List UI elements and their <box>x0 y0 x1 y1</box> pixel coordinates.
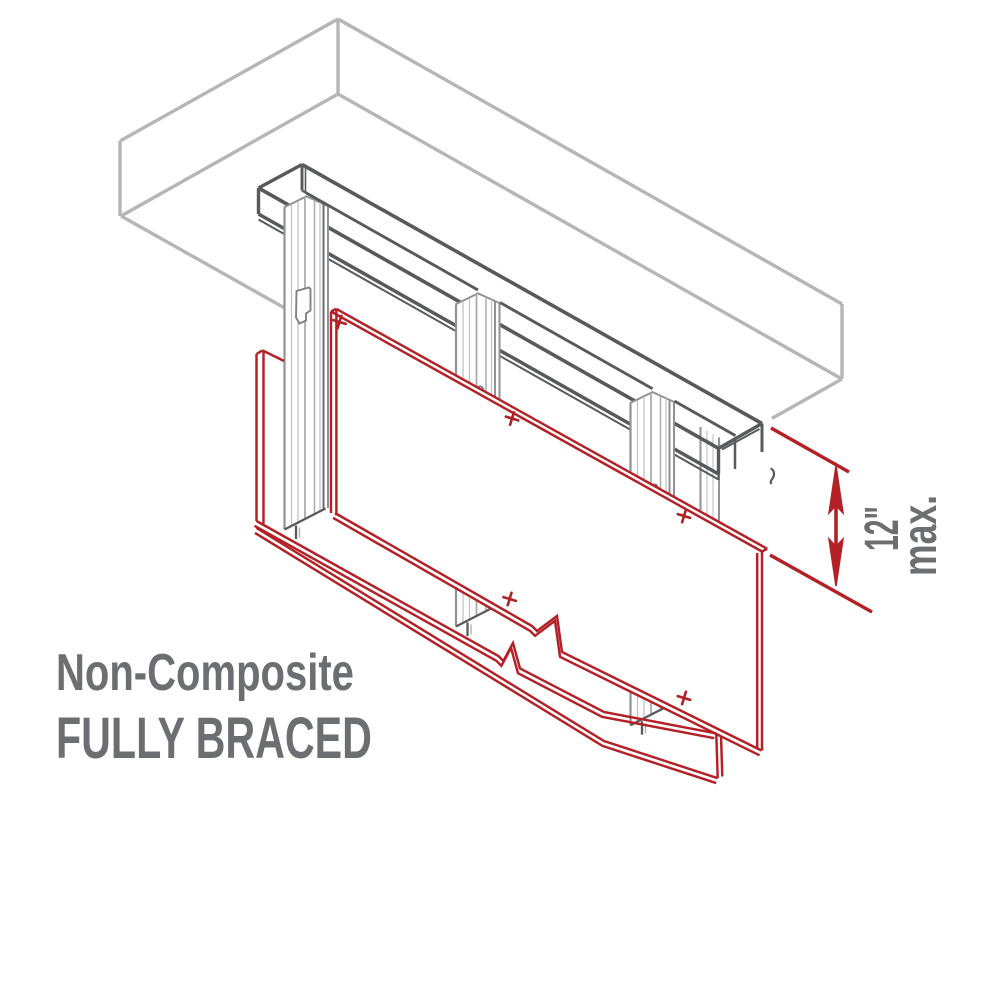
svg-text:12": 12" <box>855 506 909 551</box>
svg-text:FULLY BRACED: FULLY BRACED <box>56 705 372 771</box>
svg-text:Non-Composite: Non-Composite <box>56 643 354 701</box>
svg-text:max.: max. <box>893 495 946 576</box>
